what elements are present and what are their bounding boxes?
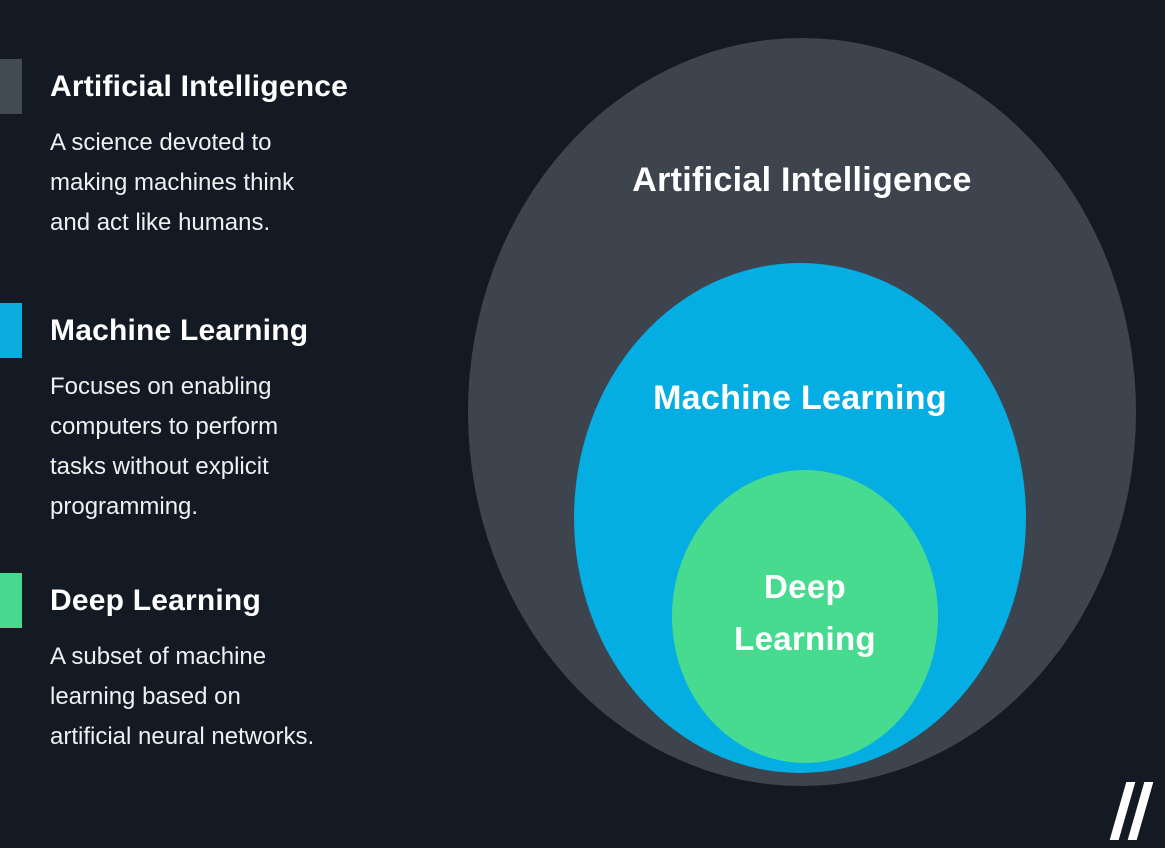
circle-label-artificial-intelligence: Artificial Intelligence xyxy=(632,161,972,199)
legend-section-deep-learning: Deep Learning A subset of machine learni… xyxy=(0,573,314,757)
description-line: artificial neural networks. xyxy=(50,723,315,750)
legend-title-artificial-intelligence: Artificial Intelligence xyxy=(50,70,349,103)
description-line: programming. xyxy=(50,493,199,520)
legend-description: A subset of machine learning based on ar… xyxy=(50,637,314,757)
description-line: tasks without explicit xyxy=(50,453,269,480)
description-line: learning based on xyxy=(50,683,241,710)
circle-label-machine-learning: Machine Learning xyxy=(653,379,947,417)
legend-description: A science devoted to making machines thi… xyxy=(50,123,348,243)
description-line: and act like humans. xyxy=(50,209,271,236)
legend-section-artificial-intelligence: Artificial Intelligence A science devote… xyxy=(0,59,348,243)
description-line: A science devoted to xyxy=(50,129,272,156)
accent-bar-machine-learning xyxy=(0,303,22,358)
legend-content: Machine Learning Focuses on enabling com… xyxy=(50,303,308,527)
description-line: making machines think xyxy=(50,169,295,196)
description-line: A subset of machine xyxy=(50,643,267,670)
circle-label-deep-learning: Deep Learning xyxy=(672,561,938,665)
accent-bar-artificial-intelligence xyxy=(0,59,22,114)
circle-label-deep-learning-line2: Learning xyxy=(734,620,876,657)
legend-description: Focuses on enabling computers to perform… xyxy=(50,367,308,527)
description-line: Focuses on enabling xyxy=(50,373,272,400)
accent-bar-deep-learning xyxy=(0,573,22,628)
legend-title-machine-learning: Machine Learning xyxy=(50,314,309,347)
legend-section-machine-learning: Machine Learning Focuses on enabling com… xyxy=(0,303,308,527)
legend-content: Deep Learning A subset of machine learni… xyxy=(50,573,314,757)
legend-title-deep-learning: Deep Learning xyxy=(50,584,261,617)
legend-content: Artificial Intelligence A science devote… xyxy=(50,59,348,243)
description-line: computers to perform xyxy=(50,413,279,440)
logo-slashes-icon xyxy=(1109,782,1154,840)
circle-label-deep-learning-line1: Deep xyxy=(764,568,846,605)
circle-deep-learning xyxy=(672,470,938,763)
